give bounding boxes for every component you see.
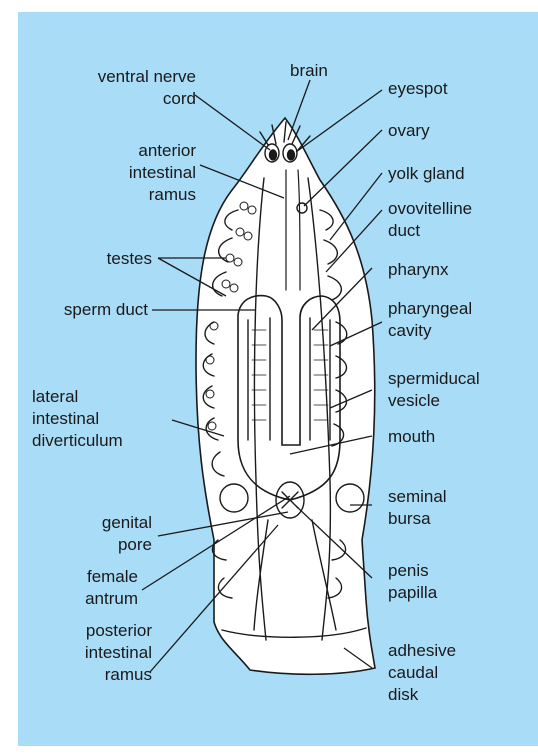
label-seminal-bursa: seminal bursa xyxy=(388,486,447,530)
label-line: ovary xyxy=(388,120,430,142)
label-line: caudal xyxy=(388,662,456,684)
label-line: pharyngeal xyxy=(388,298,472,320)
leader-mouth xyxy=(290,436,372,454)
label-ovovitelline-duct: ovovitelline duct xyxy=(388,198,472,242)
label-line: female xyxy=(18,566,138,588)
leader-posterior-intestinal-ramus xyxy=(150,525,278,672)
leader-ovary xyxy=(304,130,382,206)
label-line: lateral xyxy=(32,386,123,408)
label-line: ramus xyxy=(18,664,152,686)
label-brain: brain xyxy=(290,60,328,82)
label-line: sperm duct xyxy=(18,299,148,321)
label-line: papilla xyxy=(388,582,437,604)
label-line: ramus xyxy=(18,184,196,206)
label-yolk-gland: yolk gland xyxy=(388,163,465,185)
label-anterior-intestinal-ramus: anterior intestinal ramus xyxy=(18,140,196,206)
leader-pharyngeal-cavity xyxy=(330,322,382,346)
leader-genital-pore xyxy=(158,512,288,536)
label-line: diverticulum xyxy=(32,430,123,452)
label-line: pharynx xyxy=(388,259,448,281)
leader-ovovitelline-duct xyxy=(326,210,382,272)
label-female-antrum: female antrum xyxy=(18,566,138,610)
label-line: spermiducal xyxy=(388,368,480,390)
label-line: eyespot xyxy=(388,78,448,100)
leader-ventral-nerve-cord xyxy=(195,95,270,150)
label-line: vesicle xyxy=(388,390,480,412)
label-spermiducal-vesicle: spermiducal vesicle xyxy=(388,368,480,412)
label-posterior-intestinal-ramus: posterior intestinal ramus xyxy=(18,620,152,686)
leader-brain xyxy=(288,80,310,140)
label-pharynx: pharynx xyxy=(388,259,448,281)
leader-testes-2 xyxy=(158,258,226,296)
leader-anterior-intestinal-ramus xyxy=(200,165,284,198)
label-line: pore xyxy=(18,534,152,556)
label-line: disk xyxy=(388,684,456,706)
label-adhesive-caudal-disk: adhesive caudal disk xyxy=(388,640,456,706)
label-line: genital xyxy=(18,512,152,534)
label-line: duct xyxy=(388,220,472,242)
label-testes: testes xyxy=(18,248,152,270)
label-line: antrum xyxy=(18,588,138,610)
leader-adhesive-caudal-disk xyxy=(344,648,372,668)
label-line: cavity xyxy=(388,320,472,342)
label-lateral-intestinal-diverticulum: lateral intestinal diverticulum xyxy=(32,386,123,452)
leader-penis-papilla xyxy=(296,506,372,578)
label-line: testes xyxy=(18,248,152,270)
label-line: brain xyxy=(290,60,328,82)
label-genital-pore: genital pore xyxy=(18,512,152,556)
label-line: ovovitelline xyxy=(388,198,472,220)
label-line: penis xyxy=(388,560,437,582)
label-line: adhesive xyxy=(388,640,456,662)
label-penis-papilla: penis papilla xyxy=(388,560,437,604)
label-line: ventral nerve xyxy=(18,66,196,88)
label-ventral-nerve-cord: ventral nerve cord xyxy=(18,66,196,110)
leader-spermiducal-vesicle xyxy=(330,390,372,408)
planarian-anatomy-figure: ventral nerve cord brain eyespot ovary a… xyxy=(18,12,538,746)
label-mouth: mouth xyxy=(388,426,435,448)
label-line: intestinal xyxy=(18,162,196,184)
leader-yolk-gland xyxy=(330,173,382,240)
label-line: bursa xyxy=(388,508,447,530)
label-line: intestinal xyxy=(32,408,123,430)
label-pharyngeal-cavity: pharyngeal cavity xyxy=(388,298,472,342)
leader-female-antrum xyxy=(142,496,290,590)
leader-pharynx xyxy=(312,268,372,330)
label-eyespot: eyespot xyxy=(388,78,448,100)
label-ovary: ovary xyxy=(388,120,430,142)
leader-lateral-intestinal-diverticulum xyxy=(172,420,224,436)
label-sperm-duct: sperm duct xyxy=(18,299,148,321)
label-line: posterior xyxy=(18,620,152,642)
label-line: anterior xyxy=(18,140,196,162)
label-line: mouth xyxy=(388,426,435,448)
label-line: seminal xyxy=(388,486,447,508)
label-line: intestinal xyxy=(18,642,152,664)
label-line: cord xyxy=(18,88,196,110)
label-line: yolk gland xyxy=(388,163,465,185)
